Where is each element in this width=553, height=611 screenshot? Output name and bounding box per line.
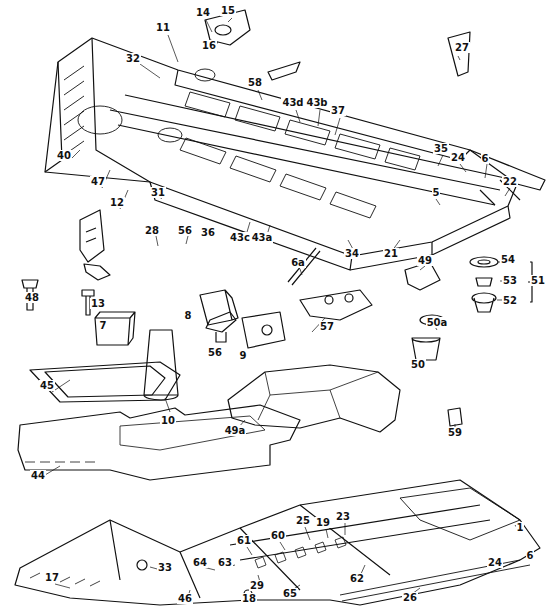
callout-number: 12 <box>109 197 125 208</box>
callout-number: 44 <box>30 470 46 481</box>
callout-number: 7 <box>99 320 108 331</box>
callout-number: 56 <box>207 347 223 358</box>
callout-number: 6 <box>481 153 490 164</box>
callout-number: 6a <box>290 257 306 268</box>
callout-number: 14 <box>195 7 211 18</box>
callout-number: 27 <box>454 42 470 53</box>
callout-number: 29 <box>249 580 265 591</box>
callout-number: 60 <box>270 530 286 541</box>
callout-number: 59 <box>447 427 463 438</box>
callout-number: 40 <box>56 150 72 161</box>
callout-number: 22 <box>502 176 518 187</box>
callout-number: 54 <box>500 254 516 265</box>
callout-number: 37 <box>330 105 346 116</box>
callout-number: 61 <box>236 535 252 546</box>
callout-number: 64 <box>192 557 208 568</box>
callout-number: 34 <box>344 248 360 259</box>
callout-number: 17 <box>44 572 60 583</box>
callout-number: 21 <box>383 248 399 259</box>
callout-number: 9 <box>239 350 248 361</box>
callout-number: 33 <box>157 562 173 573</box>
callout-number: 51 <box>530 275 546 286</box>
callout-number: 5 <box>432 187 441 198</box>
callout-number: 43d <box>281 97 304 108</box>
callout-number: 24 <box>450 152 466 163</box>
callout-number: 24 <box>487 557 503 568</box>
callout-number: 56 <box>177 225 193 236</box>
callout-number: 6 <box>526 550 535 561</box>
callout-number: 13 <box>90 298 106 309</box>
callout-number: 28 <box>144 225 160 236</box>
callout-number: 48 <box>24 292 40 303</box>
callout-number: 50a <box>426 317 449 328</box>
callout-number: 16 <box>201 40 217 51</box>
callout-number: 11 <box>155 22 171 33</box>
callout-number: 49 <box>417 255 433 266</box>
callout-number: 49a <box>224 425 247 436</box>
callout-number: 1 <box>516 522 525 533</box>
callout-number: 58 <box>247 77 263 88</box>
callout-number: 65 <box>282 588 298 599</box>
callout-number: 46 <box>177 593 193 604</box>
callout-number: 32 <box>125 53 141 64</box>
callout-number: 63 <box>217 557 233 568</box>
callout-number: 47 <box>90 176 106 187</box>
callout-number: 10 <box>160 415 176 426</box>
callout-number: 62 <box>349 573 365 584</box>
callout-number: 36 <box>200 227 216 238</box>
callout-number: 26 <box>402 592 418 603</box>
callout-number: 45 <box>39 380 55 391</box>
callout-number: 15 <box>220 5 236 16</box>
callout-number: 8 <box>184 310 193 321</box>
callout-number: 18 <box>241 593 257 604</box>
callout-number: 43b <box>305 97 328 108</box>
callout-number: 50 <box>410 359 426 370</box>
callout-number: 35 <box>433 143 449 154</box>
callout-number: 23 <box>335 511 351 522</box>
callout-number: 53 <box>502 275 518 286</box>
callout-number: 43c <box>229 232 251 243</box>
callout-number: 52 <box>502 295 518 306</box>
callout-number: 19 <box>315 517 331 528</box>
callout-number: 31 <box>150 187 166 198</box>
callout-number: 25 <box>295 515 311 526</box>
callout-number: 43a <box>251 232 274 243</box>
callout-number: 57 <box>319 321 335 332</box>
